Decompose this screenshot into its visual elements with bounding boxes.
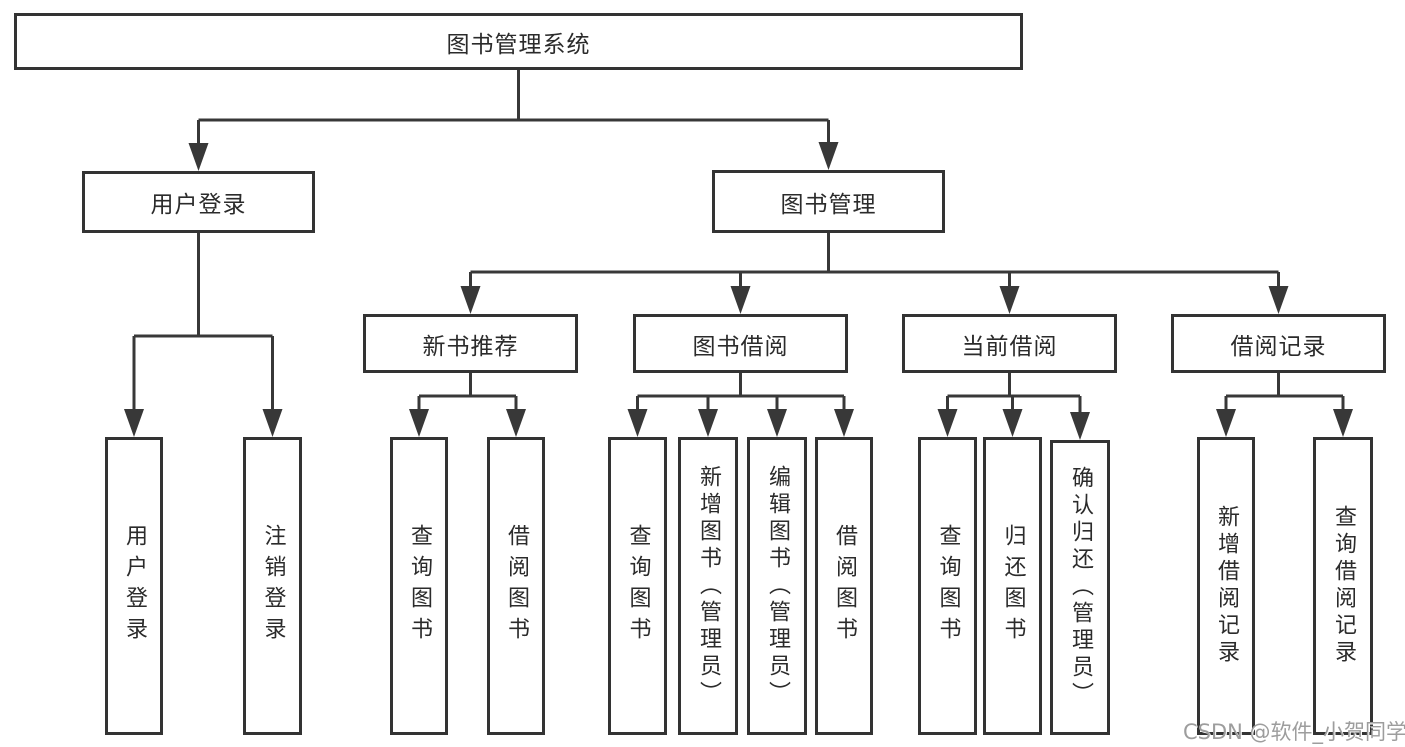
arrowhead-icon	[506, 409, 526, 437]
node-label: 当前借阅	[961, 333, 1058, 360]
leaf-user-login: 用户登录	[105, 437, 163, 735]
arrowhead-icon	[460, 286, 481, 314]
node-label: 用户登录	[150, 192, 247, 218]
node-label: 新书推荐	[422, 333, 519, 360]
leaf-add-borrow-record: 新增借阅记录	[1197, 437, 1255, 735]
node-label: 编辑图书（管理员）	[765, 464, 790, 708]
arrowhead-icon	[188, 143, 209, 171]
node-label: 查询图书	[407, 524, 432, 648]
arrowhead-icon	[262, 409, 283, 437]
connector-userlogin-to-leaves	[124, 233, 283, 437]
node-label: 借阅图书	[832, 524, 857, 648]
node-current-borrow: 当前借阅	[902, 314, 1117, 373]
leaf-edit-books-admin: 编辑图书（管理员）	[747, 437, 807, 735]
leaf-add-books-admin: 新增图书（管理员）	[678, 437, 738, 735]
node-borrow-records: 借阅记录	[1171, 314, 1386, 373]
arrowhead-icon	[767, 409, 787, 437]
arrowhead-icon	[1070, 412, 1090, 440]
arrowhead-icon	[1002, 409, 1023, 437]
node-book-borrow: 图书借阅	[633, 314, 848, 373]
arrowhead-icon	[999, 286, 1020, 314]
node-label: 图书管理系统	[446, 31, 591, 58]
arrowhead-icon	[409, 409, 429, 437]
node-label: 借阅记录	[1230, 333, 1327, 360]
connector-borrow-to-leaves	[627, 373, 854, 437]
csdn-watermark: CSDN @软件_小贺同学	[1183, 720, 1405, 744]
node-label: 归还图书	[1000, 524, 1026, 648]
node-label: 查询图书	[625, 524, 651, 648]
node-user-login: 用户登录	[82, 171, 315, 233]
leaf-borrow-books: 借阅图书	[815, 437, 873, 735]
connector-records-to-leaves	[1216, 373, 1353, 437]
leaf-query-books-current: 查询图书	[918, 437, 977, 735]
node-label: 确认归还（管理员）	[1068, 466, 1093, 709]
node-label: 借阅图书	[504, 524, 529, 648]
node-root-system: 图书管理系统	[14, 13, 1023, 70]
node-book-management: 图书管理	[712, 170, 945, 233]
leaf-query-borrow-record: 查询借阅记录	[1313, 437, 1373, 735]
connector-root-to-level2	[188, 70, 839, 171]
node-label: 注销登录	[260, 524, 286, 648]
leaf-confirm-return-admin: 确认归还（管理员）	[1050, 440, 1110, 735]
leaf-borrow-books-recommend: 借阅图书	[487, 437, 545, 735]
arrowhead-icon	[1333, 409, 1353, 437]
leaf-return-books: 归还图书	[983, 437, 1042, 735]
arrowhead-icon	[818, 142, 839, 170]
arrowhead-icon	[730, 286, 751, 314]
node-label: 新增图书（管理员）	[696, 464, 721, 708]
leaf-query-books-borrow: 查询图书	[608, 437, 667, 735]
leaf-logout: 注销登录	[243, 437, 302, 735]
connector-bookmgmt-to-level3	[460, 233, 1289, 314]
arrowhead-icon	[627, 409, 648, 437]
node-new-book-recommend: 新书推荐	[363, 314, 578, 373]
node-label: 图书管理	[780, 191, 877, 218]
connector-current-to-leaves	[937, 373, 1090, 440]
arrowhead-icon	[937, 409, 958, 437]
node-label: 查询图书	[935, 524, 961, 648]
connector-newbooks-to-leaves	[409, 373, 526, 437]
arrowhead-icon	[124, 409, 144, 437]
node-label: 新增借阅记录	[1214, 505, 1239, 667]
arrowhead-icon	[1268, 286, 1289, 314]
node-label: 查询借阅记录	[1331, 505, 1356, 667]
leaf-query-books-recommend: 查询图书	[390, 437, 448, 735]
node-label: 用户登录	[122, 524, 147, 648]
arrowhead-icon	[834, 409, 854, 437]
arrowhead-icon	[1216, 409, 1236, 437]
arrowhead-icon	[698, 409, 718, 437]
node-label: 图书借阅	[692, 333, 789, 360]
